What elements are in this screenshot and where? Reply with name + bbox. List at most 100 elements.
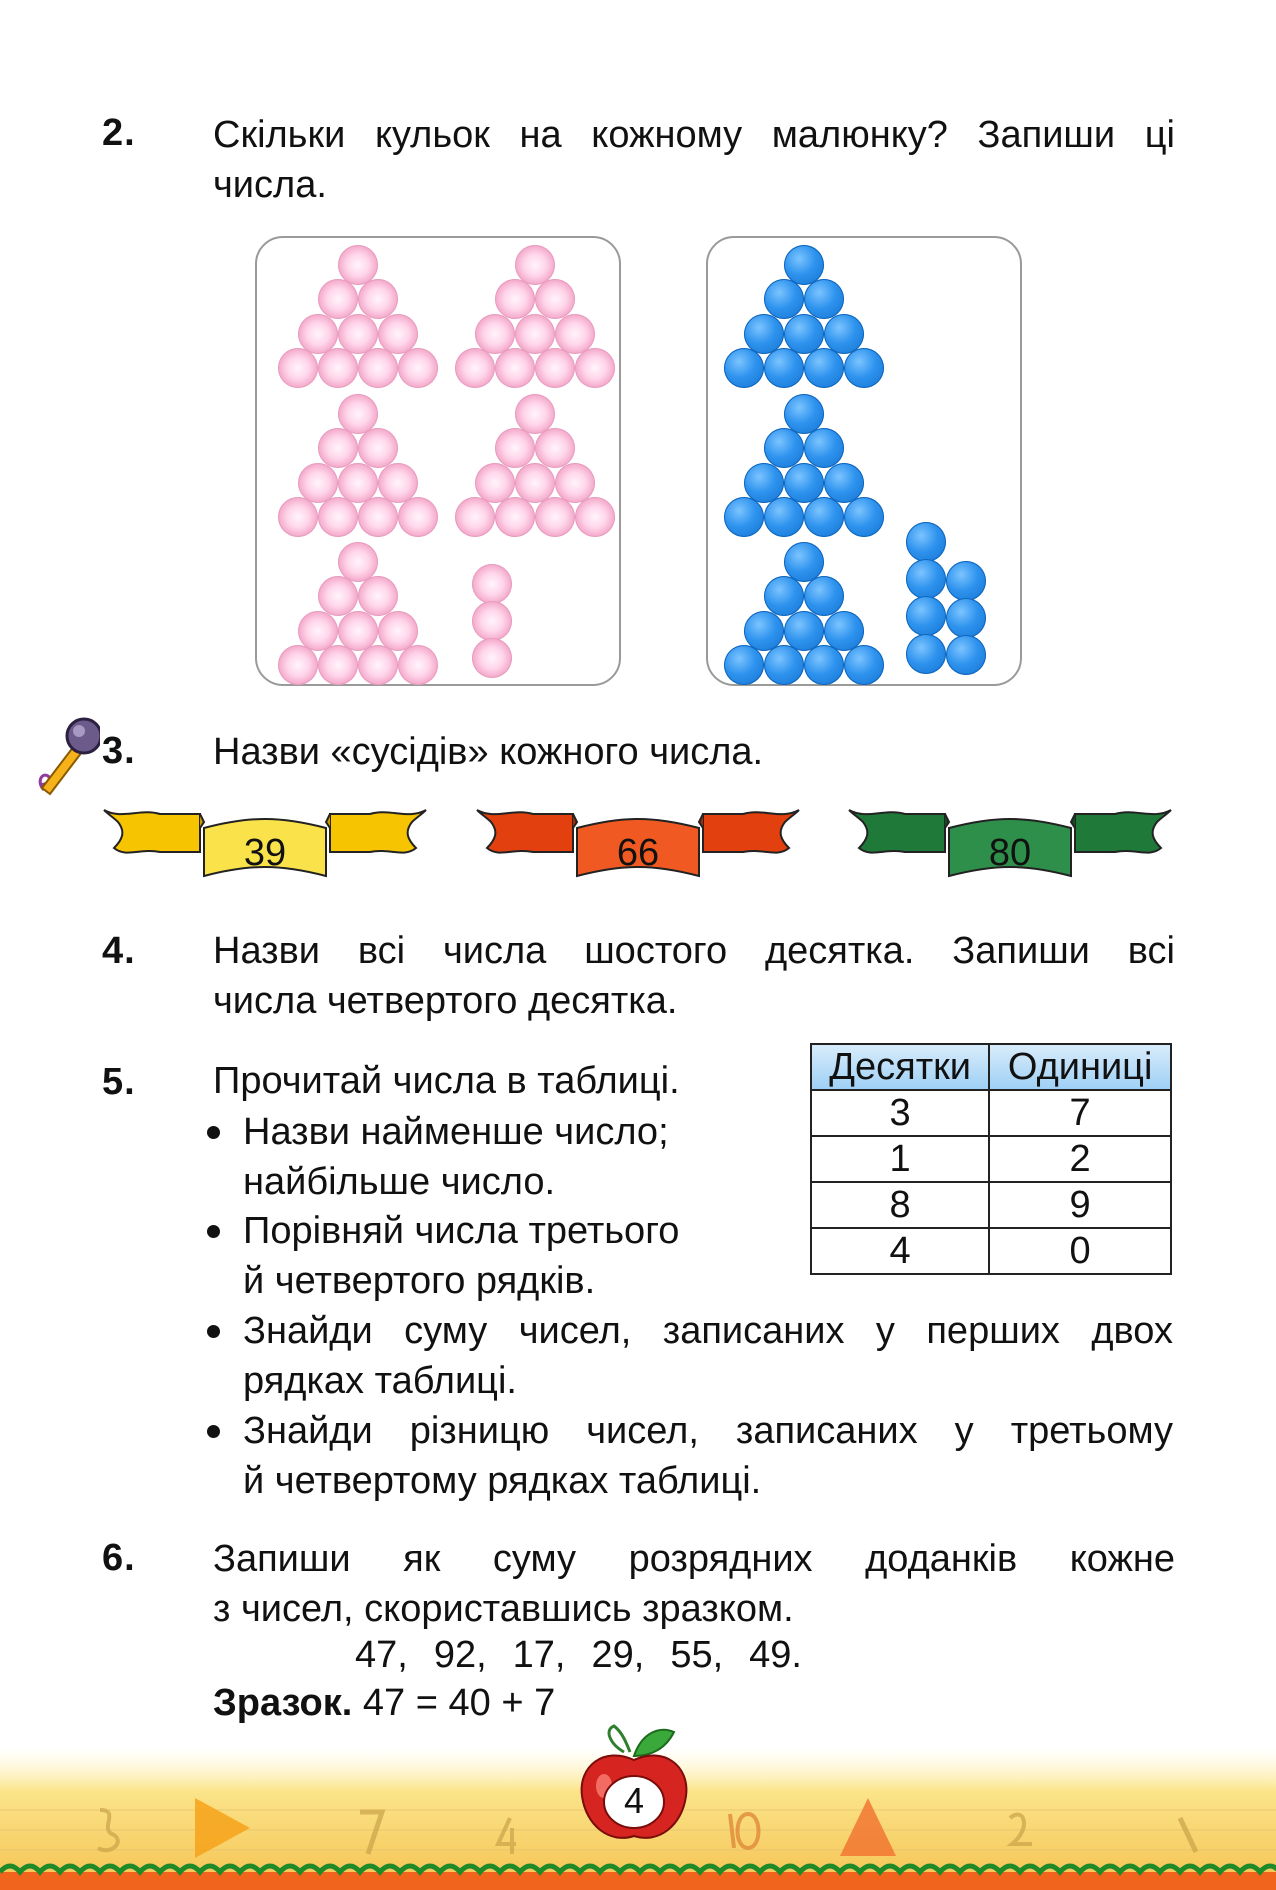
pink-ball (278, 348, 318, 389)
pink-ball (555, 462, 595, 503)
pink-ball (472, 564, 512, 604)
pink-ball (338, 610, 378, 651)
pink-ball (495, 348, 535, 389)
table-row: 8 9 (809, 1181, 1172, 1229)
task-6-number: 6. (102, 1537, 136, 1579)
ribbon-80-value: 80 (988, 832, 1032, 874)
sample-label: Зразок. (213, 1682, 353, 1724)
pink-ball (338, 462, 378, 503)
blue-ball (804, 428, 844, 469)
pink-ball (318, 428, 358, 469)
blue-ball (804, 348, 844, 389)
task-3-text: Назви «сусідів» кожного числа. (213, 731, 764, 773)
ribbon-66: 66 (473, 792, 803, 892)
blue-ball (724, 348, 764, 389)
list-item: 47, (355, 1634, 408, 1676)
blue-ball (844, 497, 884, 538)
pink-ball (535, 428, 575, 469)
bullet-4-line2: й четвертому рядках таблиці. (243, 1460, 762, 1502)
task-4-text-line2: числа четвертого десятка. (213, 980, 678, 1022)
list-item: 55, (670, 1634, 724, 1676)
blue-ball (906, 633, 946, 674)
list-item: 29, (591, 1634, 645, 1676)
task-6-text-line2: з чисел, скориставшись зразком. (213, 1588, 794, 1630)
bullet-4-line1: Знайди різницю чисел, записаних у третьо… (243, 1410, 1173, 1452)
pink-ball (515, 313, 555, 354)
pink-ball (575, 497, 615, 538)
pink-ball (535, 497, 575, 538)
microphone-icon (38, 717, 100, 796)
bullet-3-line2: рядках таблиці. (243, 1360, 517, 1402)
task-2-text-line2: числа. (213, 164, 327, 206)
blue-ball (784, 394, 824, 434)
bullet-dot (207, 1225, 220, 1238)
header-units: Одиниці (988, 1043, 1172, 1091)
bullet-dot (207, 1325, 220, 1338)
pink-ball (338, 313, 378, 354)
bullet-1-line1: Назви найменше число; (243, 1111, 669, 1153)
pink-ball (575, 348, 615, 389)
ribbon-39-value: 39 (243, 832, 287, 874)
blue-ball (784, 313, 824, 354)
table-row: 3 7 (809, 1089, 1172, 1137)
blue-ball (764, 279, 804, 320)
blue-ball (804, 645, 844, 686)
blue-ball (744, 313, 784, 354)
blue-ball (784, 462, 824, 503)
header-tens: Десятки (809, 1043, 991, 1091)
task-6-sample: Зразок. 47 = 40 + 7 (213, 1682, 555, 1725)
pink-ball (472, 601, 512, 642)
pink-ball (358, 497, 398, 538)
pink-ball (278, 645, 318, 686)
blue-ball (946, 598, 986, 639)
pink-ball (318, 497, 358, 538)
task-2-text-line1: Скільки кульок на кожному малюнку? Запиш… (213, 114, 1175, 156)
tens-units-table: Десятки Одиниці 3 7 1 2 8 9 4 0 (809, 1043, 1172, 1275)
pink-ball (358, 428, 398, 469)
pink-ball (398, 348, 438, 389)
blue-ball (906, 522, 946, 562)
table-cell: 7 (988, 1089, 1172, 1137)
table-cell: 2 (988, 1135, 1172, 1183)
pink-ball (475, 462, 515, 503)
pink-ball (475, 313, 515, 354)
pink-ball (378, 462, 418, 503)
blue-ball (744, 462, 784, 503)
pink-ball (298, 610, 338, 651)
blue-ball (764, 645, 804, 686)
table-cell: 3 (809, 1089, 991, 1137)
blue-ball (946, 561, 986, 601)
blue-ball (744, 610, 784, 651)
table-cell: 9 (988, 1181, 1172, 1229)
pink-ball (378, 313, 418, 354)
table-cell: 0 (988, 1227, 1172, 1275)
blue-ball (804, 576, 844, 617)
pink-ball (495, 497, 535, 538)
pink-ball (358, 279, 398, 320)
pink-ball (318, 279, 358, 320)
pink-ball (358, 645, 398, 686)
sample-value: 47 = 40 + 7 (362, 1682, 556, 1724)
blue-ball (784, 610, 824, 651)
table-row: 1 2 (809, 1135, 1172, 1183)
list-item: 92, (433, 1634, 487, 1676)
pink-ball (358, 576, 398, 617)
task-5-number: 5. (102, 1061, 136, 1103)
pink-ball (358, 348, 398, 389)
blue-ball (824, 462, 864, 503)
blue-ball (764, 497, 804, 538)
blue-ball (906, 596, 946, 637)
bullet-2-line2: й четвертого рядків. (243, 1260, 596, 1302)
table-row: 4 0 (809, 1227, 1172, 1275)
list-item: 17, (512, 1634, 566, 1676)
table-header-row: Десятки Одиниці (809, 1043, 1172, 1091)
pink-ball (535, 279, 575, 320)
table-cell: 8 (809, 1181, 991, 1229)
pink-ball (455, 348, 495, 389)
bullet-dot (207, 1425, 220, 1438)
blue-ball (906, 559, 946, 600)
pink-ball (398, 645, 438, 686)
task-4-number: 4. (102, 930, 136, 972)
blue-ball (784, 245, 824, 285)
pink-ball (495, 279, 535, 320)
